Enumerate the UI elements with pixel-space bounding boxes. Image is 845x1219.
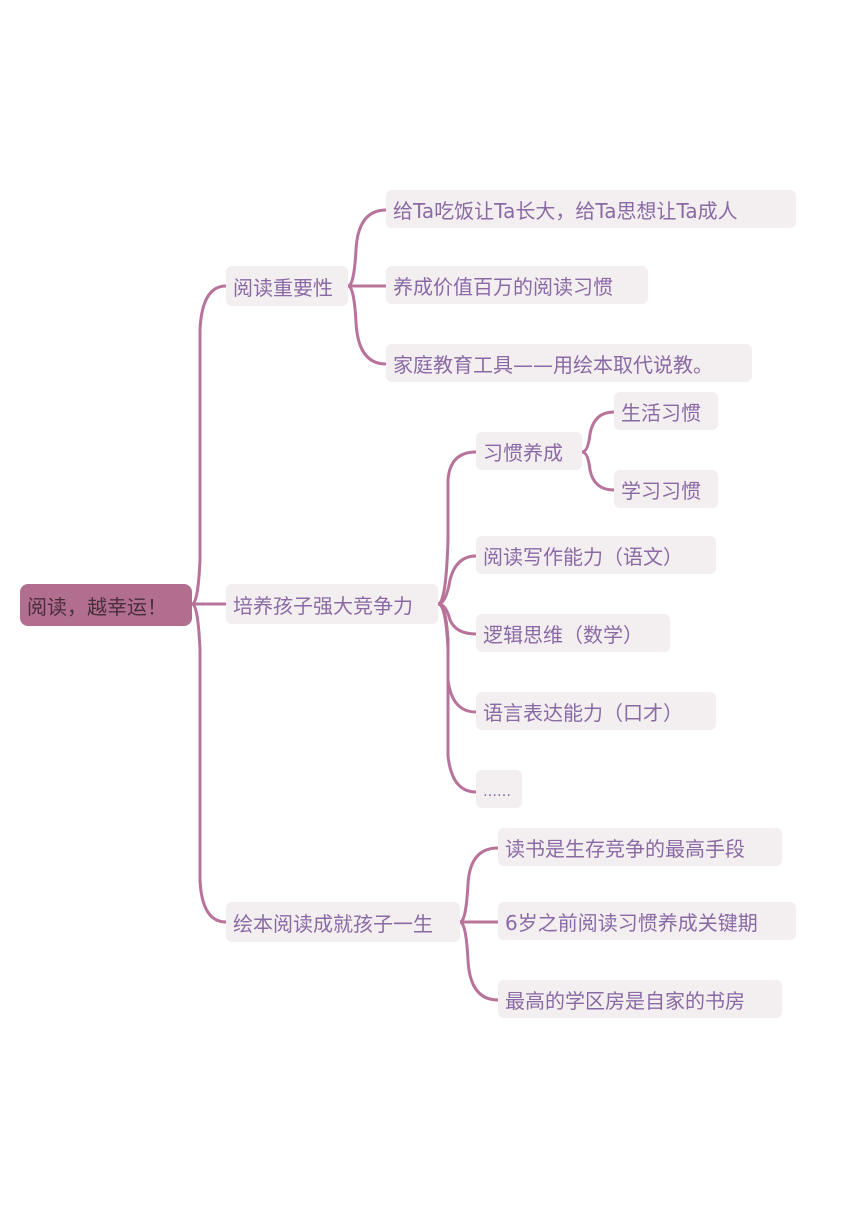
connector-b1-c1 (346, 208, 388, 288)
connector-b1-c3 (346, 284, 388, 366)
node-family-education-tool[interactable]: 家庭教育工具——用绘本取代说教。 (386, 344, 752, 382)
connector-b2-c4 (436, 602, 478, 714)
connector-root-branch-3 (190, 602, 228, 924)
connector-habit-c1 (580, 410, 616, 454)
node-before-six[interactable]: 6岁之前阅读习惯养成关键期 (498, 902, 796, 940)
node-logic-thinking[interactable]: 逻辑思维（数学） (476, 614, 670, 652)
connector-habit-c2 (580, 450, 616, 492)
node-language-expression[interactable]: 语言表达能力（口才） (476, 692, 716, 730)
node-feed-and-think[interactable]: 给Ta吃饭让Ta长大，给Ta思想让Ta成人 (386, 190, 796, 228)
node-habit-forming[interactable]: 习惯养成 (476, 432, 582, 470)
connector-b2-c2 (436, 554, 478, 606)
node-reading-writing[interactable]: 阅读写作能力（语文） (476, 536, 716, 574)
node-study-habit[interactable]: 学习习惯 (614, 470, 718, 508)
connector-b2-c1 (436, 450, 478, 606)
connector-b2-c5 (436, 602, 478, 794)
root-node[interactable]: 阅读，越幸运！ (20, 584, 192, 626)
node-reading-habit-value[interactable]: 养成价值百万的阅读习惯 (386, 266, 648, 304)
connector-b3-c1 (458, 846, 500, 924)
branch-reading-importance[interactable]: 阅读重要性 (226, 266, 348, 306)
branch-competitiveness[interactable]: 培养孩子强大竞争力 (226, 584, 438, 624)
connector-root-branch-1 (190, 284, 228, 606)
branch-picture-books[interactable]: 绘本阅读成就孩子一生 (226, 902, 460, 942)
connector-b3-c3 (458, 920, 500, 1002)
node-life-habit[interactable]: 生活习惯 (614, 392, 718, 430)
node-ellipsis[interactable]: …… (476, 770, 522, 808)
node-home-study[interactable]: 最高的学区房是自家的书房 (498, 980, 782, 1018)
node-reading-competition[interactable]: 读书是生存竞争的最高手段 (498, 828, 782, 866)
